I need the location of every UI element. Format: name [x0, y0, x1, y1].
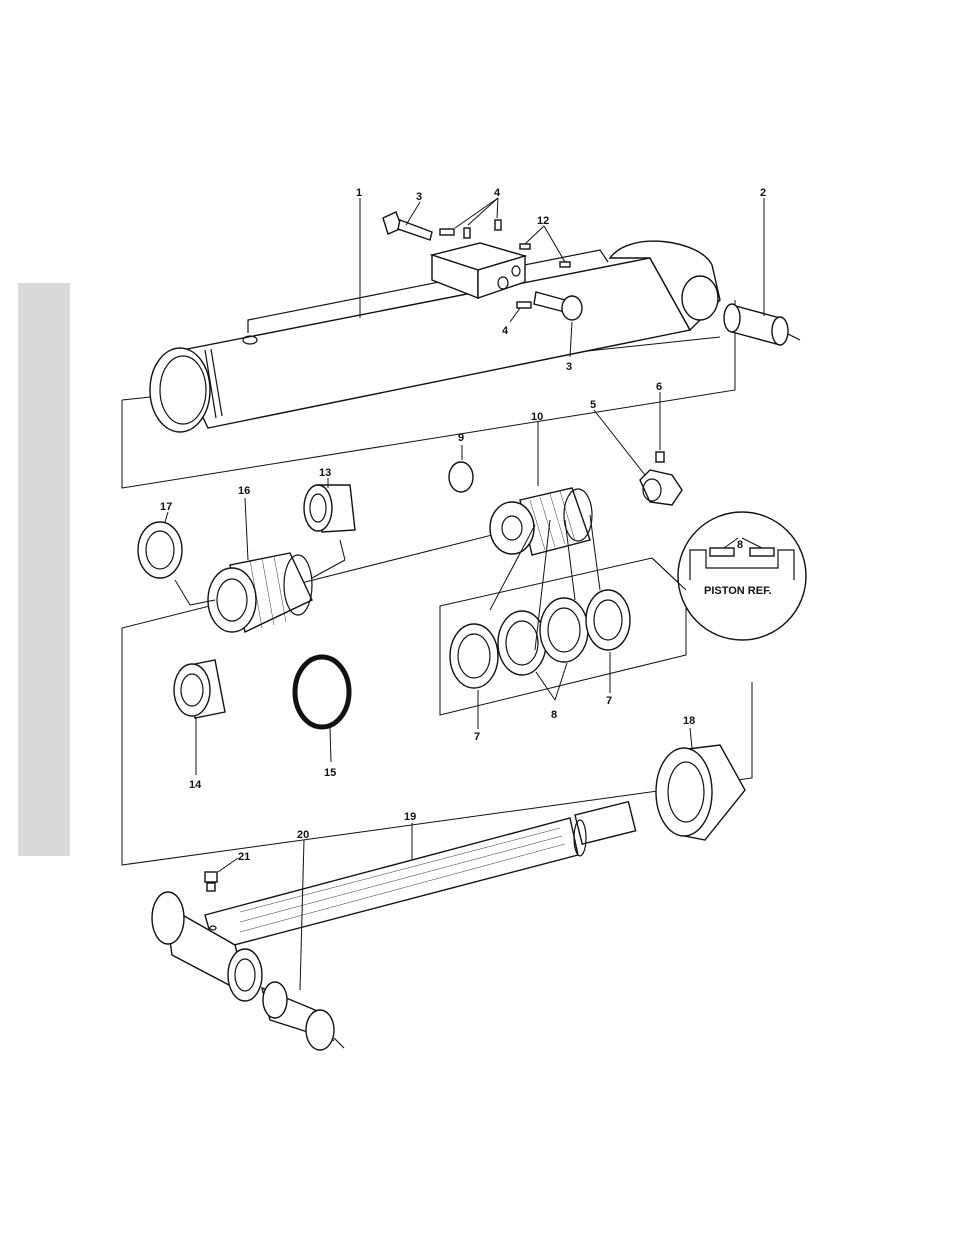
callout-15: 15 [324, 767, 336, 779]
callout-4-upper: 4 [494, 187, 501, 199]
o-ring [449, 462, 473, 492]
callout-8-seals: 8 [551, 709, 557, 721]
callout-21: 21 [238, 851, 250, 863]
head-gland [208, 553, 312, 632]
callout-4-lower: 4 [502, 325, 509, 337]
callout-8-detail: 8 [737, 539, 743, 551]
callout-3-lower: 3 [566, 361, 572, 373]
bushing-rod-end [262, 982, 344, 1050]
callout-3-upper: 3 [416, 191, 422, 203]
callout-16: 16 [238, 485, 250, 497]
grease-fitting [205, 872, 217, 891]
callout-18: 18 [683, 715, 695, 727]
seal-left [138, 522, 182, 578]
seal-ring-4 [586, 590, 630, 650]
callout-12: 12 [537, 215, 549, 227]
callout-2: 2 [760, 187, 766, 199]
seal-ring-1 [450, 624, 498, 688]
callout-20: 20 [297, 829, 309, 841]
fitting-upper [383, 212, 432, 240]
piston [490, 488, 592, 555]
callout-10: 10 [531, 411, 543, 423]
cylinder-head [656, 745, 745, 840]
callout-1: 1 [356, 187, 362, 199]
callout-13: 13 [319, 467, 331, 479]
piston-ref-detail [678, 512, 806, 640]
callout-17: 17 [160, 501, 172, 513]
callout-5: 5 [590, 399, 596, 411]
piston-ref-label: PISTON REF. [704, 585, 772, 597]
plugs [520, 244, 570, 267]
nut-set-screw [656, 452, 664, 462]
callout-9: 9 [458, 432, 464, 444]
callout-14: 14 [189, 779, 202, 791]
piston-nut [640, 470, 682, 505]
callout-7-right: 7 [606, 695, 612, 707]
wear-ring-upper [304, 485, 355, 532]
seal-ring-3 [540, 598, 588, 662]
rod-seal-dark [295, 657, 349, 727]
callout-7-left: 7 [474, 731, 480, 743]
callout-19: 19 [404, 811, 416, 823]
wear-ring-lower [174, 660, 225, 718]
callout-6: 6 [656, 381, 662, 393]
